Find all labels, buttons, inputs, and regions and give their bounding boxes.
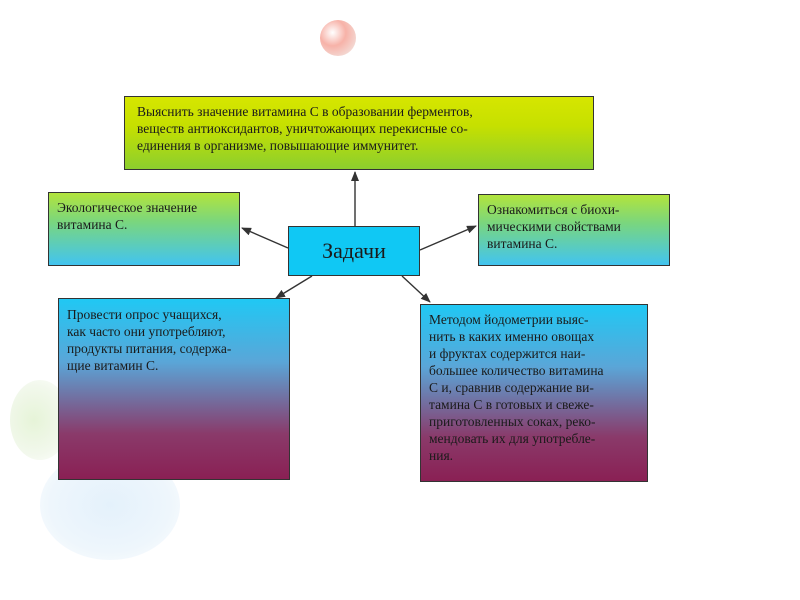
center-title-box: Задачи xyxy=(288,226,420,276)
task-line: Экологическое значение xyxy=(57,199,231,216)
task-line: единения в организме, повышающие иммунит… xyxy=(137,137,581,154)
task-box-left: Экологическое значение витамина С. xyxy=(48,192,240,266)
task-box-bottom-right: Методом йодометрии выяс- нить в каких им… xyxy=(420,304,648,482)
task-line: Ознакомиться с биохи- xyxy=(487,201,661,218)
arrow-to-right xyxy=(420,226,476,250)
task-line: веществ антиоксидантов, уничтожающих пер… xyxy=(137,120,581,137)
task-line: как часто они употребляют, xyxy=(67,323,281,340)
task-line: нить в каких именно овощах xyxy=(429,328,639,345)
task-line: Провести опрос учащихся, xyxy=(67,306,281,323)
arrow-to-bottom-right xyxy=(402,276,430,302)
task-line: Методом йодометрии выяс- xyxy=(429,311,639,328)
task-line: мендовать их для употребле- xyxy=(429,430,639,447)
task-box-right: Ознакомиться с биохи- мическими свойства… xyxy=(478,194,670,266)
task-line: щие витамин С. xyxy=(67,357,281,374)
task-line: мическими свойствами xyxy=(487,218,661,235)
task-line: С и, сравнив содержание ви- xyxy=(429,379,639,396)
task-line: витамина С. xyxy=(57,216,231,233)
task-line: Выяснить значение витамина С в образован… xyxy=(137,103,581,120)
arrow-to-bottom-left xyxy=(276,276,312,298)
task-line: ния. xyxy=(429,447,639,464)
task-line: приготовленных соках, реко- xyxy=(429,413,639,430)
task-box-bottom-left: Провести опрос учащихся, как часто они у… xyxy=(58,298,290,480)
task-line: большее количество витамина xyxy=(429,362,639,379)
task-line: продукты питания, содержа- xyxy=(67,340,281,357)
task-line: витамина С. xyxy=(487,235,661,252)
task-box-top: Выяснить значение витамина С в образован… xyxy=(124,96,594,170)
task-line: и фруктах содержится наи- xyxy=(429,345,639,362)
arrow-to-left xyxy=(242,228,288,248)
task-line: тамина С в готовых и свеже- xyxy=(429,396,639,413)
center-title: Задачи xyxy=(322,238,386,263)
